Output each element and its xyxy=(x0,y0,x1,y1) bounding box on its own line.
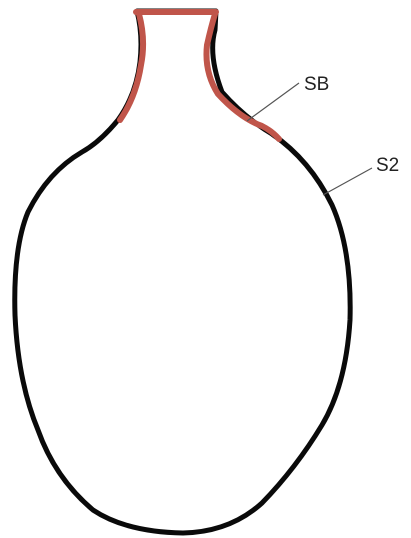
s2-label: S2 xyxy=(376,155,399,176)
sb-highlight-left xyxy=(120,14,143,120)
sb-leader-line xyxy=(247,83,299,121)
vessel-outline xyxy=(15,11,350,533)
sb-label: SB xyxy=(304,74,329,95)
s2-leader-line xyxy=(323,168,372,195)
